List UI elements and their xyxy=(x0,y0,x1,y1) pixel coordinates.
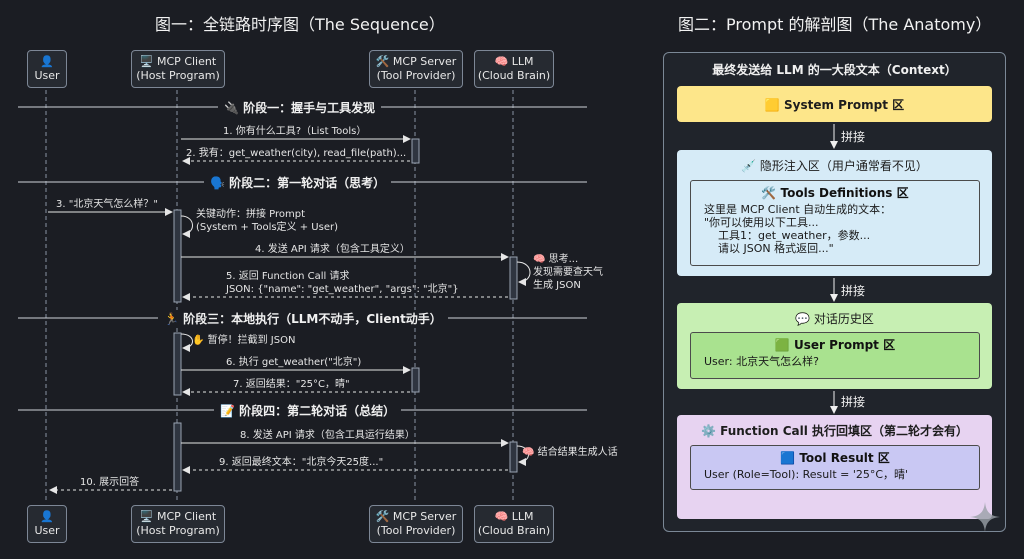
actor-user-bottom: 👤 User xyxy=(27,505,67,543)
sparkle-icon xyxy=(970,502,1000,532)
join-label-1: 拼接 xyxy=(841,130,866,144)
user-prompt-box: 🟩 User Prompt 区 User: 北京天气怎么样? xyxy=(690,332,980,379)
function-call-label: ⚙️ Function Call 执行回填区（第二轮才会有） xyxy=(700,424,969,438)
actor-client-top: 🖥️ MCP Client (Host Program) xyxy=(131,50,225,88)
history-label: 💬 对话历史区 xyxy=(795,312,874,326)
system-prompt-label: 🟨 System Prompt 区 xyxy=(764,98,905,112)
tools-icon: 🛠️ xyxy=(375,55,390,68)
msg5-label: 5. 返回 Function Call 请求 xyxy=(226,271,350,282)
phase1-label: 🔌 阶段一：握手与工具发现 xyxy=(218,99,382,116)
msg6-label: 6. 执行 get_weather("北京") xyxy=(226,357,362,368)
client-activation-2 xyxy=(173,332,182,396)
actor-llm-top: 🧠 LLM (Cloud Brain) xyxy=(474,50,554,88)
anatomy-panel: 最终发送给 LLM 的一大段文本（Context） 🟨 System Promp… xyxy=(663,52,1006,532)
llm-think-note-1: 🧠 思考... xyxy=(533,254,579,265)
client-activation-1 xyxy=(173,209,182,303)
user-prompt-text: User: 北京天气怎么样? xyxy=(704,355,819,368)
msg7-label: 7. 返回结果："25°C，晴" xyxy=(233,379,350,390)
user-icon: 👤 xyxy=(40,510,54,523)
msg5-json: JSON: {"name": "get_weather", "args": "北… xyxy=(226,284,459,295)
phase4-label: 📝 阶段四：第二轮对话（总结） xyxy=(214,402,402,419)
brain-icon: 🧠 xyxy=(494,510,509,523)
user-icon: 👤 xyxy=(40,55,54,68)
tools-line-2: "你可以使用以下工具... xyxy=(704,216,819,229)
tools-line-1: 这里是 MCP Client 自动生成的文本： xyxy=(704,203,892,216)
msg1-label: 1. 你有什么工具?（List Tools） xyxy=(223,126,367,137)
tools-line-4: 请以 JSON 格式返回..." xyxy=(704,242,834,255)
brain-icon: 🧠 xyxy=(494,55,509,68)
phase2-label: 🗣️ 阶段二：第一轮对话（思考） xyxy=(204,174,392,191)
tools-definitions-title: 🛠️ Tools Definitions 区 xyxy=(761,186,909,200)
msg9-label: 9. 返回最终文本："北京今天25度..." xyxy=(219,457,384,468)
client-self-arrow-2 xyxy=(180,333,193,352)
tools-definitions-box: 🛠️ Tools Definitions 区 这里是 MCP Client 自动… xyxy=(690,180,980,266)
actor-llm-bottom: 🧠 LLM (Cloud Brain) xyxy=(474,505,554,543)
llm-think-note-2: 发现需要查天气 xyxy=(533,267,603,278)
llm-self-arrow-2 xyxy=(516,445,529,466)
sequence-title: 图一：全链路时序图（The Sequence） xyxy=(155,15,445,34)
context-header: 最终发送给 LLM 的一大段文本（Context） xyxy=(712,63,957,77)
llm-self-arrow-1 xyxy=(516,261,531,286)
phase3-label: 🏃 阶段三：本地执行（LLM不动手，Client动手） xyxy=(158,310,448,327)
client-pause-note: ✋ 暂停！拦截到 JSON xyxy=(192,335,296,346)
actor-server-top: 🛠️ MCP Server (Tool Provider) xyxy=(369,50,463,88)
msg8-label: 8. 发送 API 请求（包含工具运行结果） xyxy=(240,430,415,441)
user-prompt-title: 🟩 User Prompt 区 xyxy=(774,338,896,352)
llm-combine-note: 🧠 结合结果生成人话 xyxy=(522,447,618,458)
msg2-label: 2. 我有：get_weather(city), read_file(path)… xyxy=(186,148,407,159)
msg4-label: 4. 发送 API 请求（包含工具定义） xyxy=(255,244,410,255)
tool-result-title: 🟦 Tool Result 区 xyxy=(780,451,890,465)
actor-user-top: 👤 User xyxy=(27,50,67,88)
computer-icon: 🖥️ xyxy=(139,55,154,68)
client-self-arrow-1 xyxy=(180,215,193,238)
system-prompt-zone: 🟨 System Prompt 区 xyxy=(677,86,992,122)
llm-activation-1 xyxy=(509,256,518,300)
function-call-zone: ⚙️ Function Call 执行回填区（第二轮才会有） 🟦 Tool Re… xyxy=(677,415,992,519)
hidden-injection-zone: 💉 隐形注入区（用户通常看不见） 🛠️ Tools Definitions 区 … xyxy=(677,150,992,276)
computer-icon: 🖥️ xyxy=(139,510,154,523)
anatomy-title: 图二：Prompt 的解剖图（The Anatomy） xyxy=(678,15,992,34)
client-assemble-note-2: (System + Tools定义 + User) xyxy=(196,222,338,233)
llm-think-note-3: 生成 JSON xyxy=(533,280,581,291)
join-label-3: 拼接 xyxy=(841,395,866,409)
tools-icon: 🛠️ xyxy=(375,510,390,523)
actor-client-bottom: 🖥️ MCP Client (Host Program) xyxy=(131,505,225,543)
tool-result-text: User (Role=Tool): Result = '25°C，晴' xyxy=(704,468,909,481)
history-zone: 💬 对话历史区 🟩 User Prompt 区 User: 北京天气怎么样? xyxy=(677,303,992,389)
tool-result-box: 🟦 Tool Result 区 User (Role=Tool): Result… xyxy=(690,445,980,490)
client-assemble-note-1: 关键动作：拼接 Prompt xyxy=(196,209,306,220)
actor-server-bottom: 🛠️ MCP Server (Tool Provider) xyxy=(369,505,463,543)
server-activation-2 xyxy=(411,367,420,393)
server-activation-1 xyxy=(411,138,420,164)
msg10-label: 10. 展示回答 xyxy=(80,477,140,488)
msg3-label: 3. "北京天气怎么样？" xyxy=(56,199,158,210)
join-arrows xyxy=(830,124,838,414)
llm-activation-2 xyxy=(509,441,518,473)
client-activation-3 xyxy=(173,422,182,492)
join-label-2: 拼接 xyxy=(841,284,866,298)
tools-line-3: 工具1：get_weather，参数... xyxy=(704,229,871,242)
hidden-injection-label: 💉 隐形注入区（用户通常看不见） xyxy=(741,159,928,173)
